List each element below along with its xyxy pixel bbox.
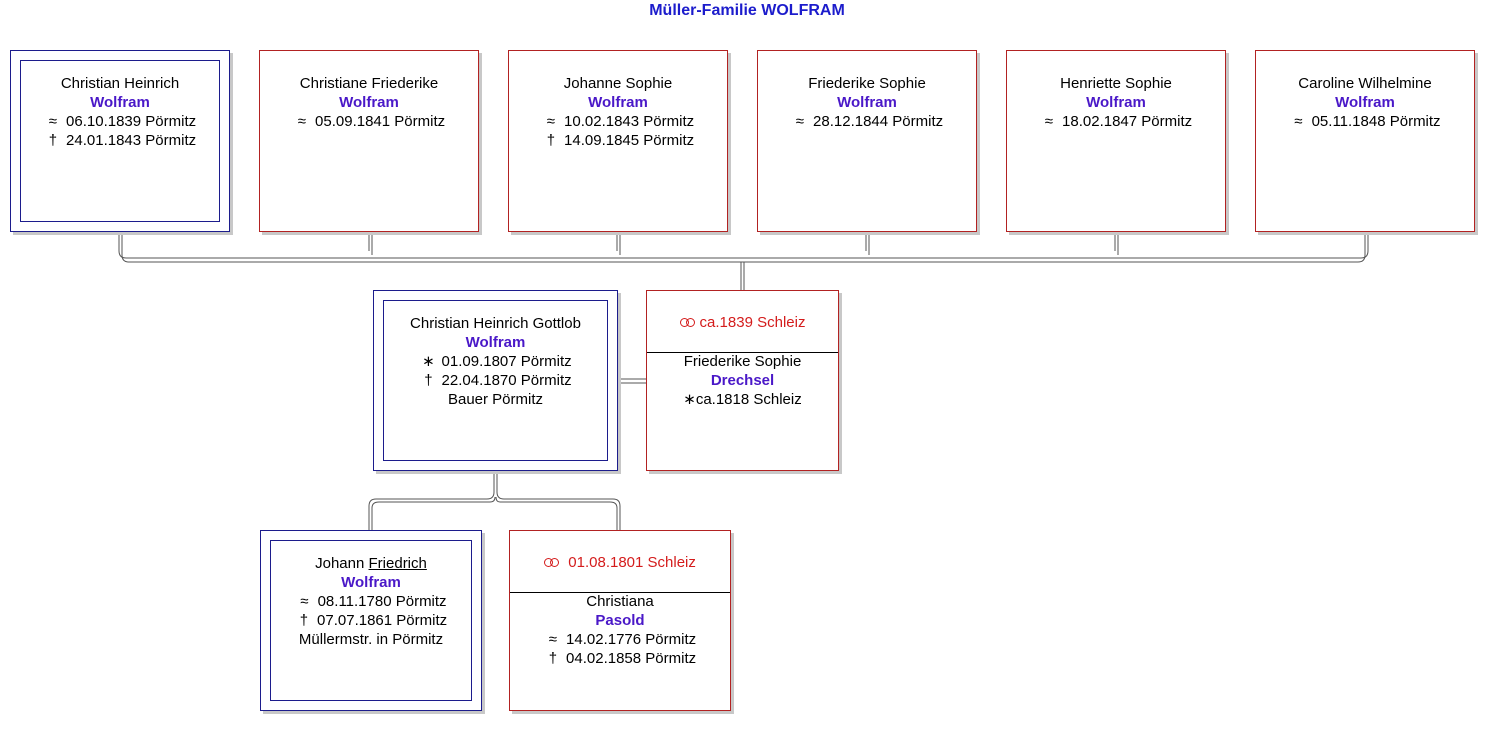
surname: Wolfram [1086,94,1146,111]
baptism-icon: ≈ [1294,113,1303,130]
person-card-father[interactable]: Christian Heinrich Gottlob Wolfram ∗ 01.… [373,290,618,471]
separator [510,592,730,593]
given-name: Christian Heinrich Gottlob [410,315,581,332]
surname: Wolfram [90,94,150,111]
given-name: Johann Friedrich [315,555,427,572]
person-card-child-3[interactable]: Johanne Sophie Wolfram ≈ 10.02.1843 Pörm… [508,50,728,232]
marriage-rings-icon [679,318,696,328]
surname: Wolfram [588,94,648,111]
surname: Wolfram [1335,94,1395,111]
death-icon: † [546,132,556,149]
surname: Wolfram [465,334,526,351]
baptism-date: 05.11.1848 Pörmitz [1311,113,1441,130]
male-inner-frame [383,300,608,461]
person-card-child-5[interactable]: Henriette Sophie Wolfram ≈ 18.02.1847 Pö… [1006,50,1226,232]
baptism-date: 10.02.1843 Pörmitz [564,113,695,130]
baptism-icon: ≈ [1044,113,1053,130]
baptism-date: 14.02.1776 Pörmitz [566,631,697,648]
surname: Wolfram [339,94,399,111]
baptism-icon: ≈ [297,113,306,130]
baptism-date: 28.12.1844 Pörmitz [813,113,944,130]
birth-date: 01.09.1807 Pörmitz [441,353,572,370]
person-card-mother[interactable]: ca.1839 Schleiz Friederike Sophie Drechs… [646,290,839,471]
surname: Pasold [595,612,645,629]
death-icon: † [548,650,558,667]
person-card-child-2[interactable]: Christiane Friederike Wolfram ≈ 05.09.18… [259,50,479,232]
occupation: Müllermstr. in Pörmitz [298,631,444,648]
baptism-date: 18.02.1847 Pörmitz [1062,113,1193,130]
death-date: 14.09.1845 Pörmitz [564,132,695,149]
surname: Drechsel [710,372,775,389]
given-name: Christiane Friederike [299,75,439,92]
person-card-child-1[interactable]: Christian Heinrich Wolfram ≈ 06.10.1839 … [10,50,230,232]
baptism-date: 06.10.1839 Pörmitz [66,113,197,130]
death-icon: † [424,372,433,389]
person-card-child-4[interactable]: Friederike Sophie Wolfram ≈ 28.12.1844 P… [757,50,977,232]
death-icon: † [299,612,309,629]
given-name: Friederike Sophie [683,353,802,370]
given-name: Friederike Sophie [808,75,926,92]
death-date: 24.01.1843 Pörmitz [66,132,197,149]
baptism-icon: ≈ [300,593,309,610]
given-name: Caroline Wilhelmine [1298,75,1432,92]
birth-icon: ∗ [422,353,435,370]
given-name: Henriette Sophie [1060,75,1172,92]
baptism-icon: ≈ [795,113,804,130]
surname: Wolfram [837,94,897,111]
chart-title: Müller-Familie WOLFRAM [649,2,845,19]
marriage-rings-icon [544,558,560,568]
marriage-info: ca.1839 Schleiz [699,314,806,331]
male-inner-frame [270,540,472,701]
baptism-icon: ≈ [48,113,57,130]
death-date: 04.02.1858 Pörmitz [566,650,697,667]
occupation: Bauer Pörmitz [447,391,544,408]
marriage-info: 01.08.1801 Schleiz [568,554,696,571]
person-card-grandfather[interactable]: Johann Friedrich Wolfram ≈ 08.11.1780 Pö… [260,530,482,711]
baptism-date: 05.09.1841 Pörmitz [315,113,446,130]
baptism-icon: ≈ [546,113,555,130]
surname: Wolfram [341,574,401,591]
birth-icon: ∗ [683,391,696,408]
separator [647,352,838,353]
given-name: Christiana [586,593,654,610]
person-card-grandmother[interactable]: 01.08.1801 Schleiz Christiana Pasold ≈ 1… [509,530,731,711]
given-name: Johanne Sophie [563,75,673,92]
death-icon: † [48,132,58,149]
call-name: Friedrich [368,555,427,572]
person-card-child-6[interactable]: Caroline Wilhelmine Wolfram ≈ 05.11.1848… [1255,50,1475,232]
male-inner-frame [20,60,220,222]
given-name: Christian Heinrich [60,75,180,92]
baptism-icon: ≈ [548,631,557,648]
death-date: 07.07.1861 Pörmitz [317,612,448,629]
birth-date: ca.1818 Schleiz [695,391,802,408]
death-date: 22.04.1870 Pörmitz [441,372,572,389]
baptism-date: 08.11.1780 Pörmitz [317,593,447,610]
